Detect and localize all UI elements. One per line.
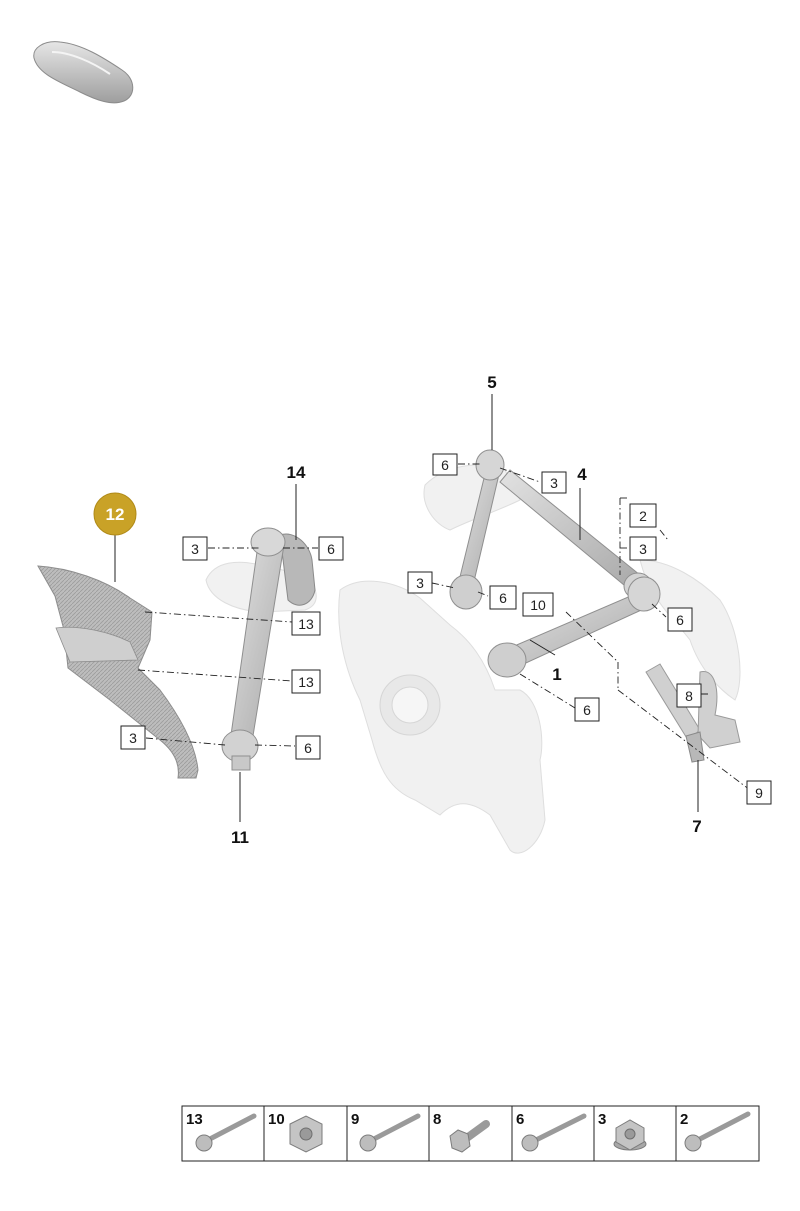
long-bolt-icon: [684, 1111, 751, 1152]
long-bolt-icon: [521, 1113, 587, 1152]
legend-cell-9[interactable]: 9: [351, 1111, 421, 1152]
svg-text:3: 3: [598, 1111, 606, 1128]
callout-2[interactable]: 2: [629, 503, 657, 528]
callout-3-link14[interactable]: 3: [182, 536, 208, 561]
svg-text:2: 2: [680, 1111, 688, 1128]
long-bolt-icon: [195, 1113, 257, 1152]
callout-6-right[interactable]: 6: [667, 607, 693, 632]
svg-text:13: 13: [298, 674, 314, 690]
cover-panel-part-12: [37, 565, 199, 779]
legend-cell-10[interactable]: 10: [268, 1111, 323, 1153]
highlight-badge-12[interactable]: 12: [93, 492, 137, 536]
svg-text:6: 6: [499, 590, 507, 606]
callout-3-right[interactable]: 3: [629, 536, 657, 561]
svg-text:10: 10: [268, 1111, 285, 1128]
part-number-7: 7: [692, 817, 701, 836]
short-hex-bolt-icon: [449, 1120, 490, 1153]
svg-text:3: 3: [416, 575, 424, 591]
leader-lines: [114, 394, 751, 822]
svg-text:6: 6: [441, 457, 449, 473]
callout-6-top[interactable]: 6: [432, 453, 458, 476]
control-arm-part-5: [449, 449, 505, 610]
legend-cell-2[interactable]: 2: [680, 1111, 751, 1152]
callout-3-top[interactable]: 3: [541, 471, 567, 494]
callout-6-low[interactable]: 6: [574, 697, 600, 722]
callout-3-mid[interactable]: 3: [407, 571, 433, 594]
part-number-14: 14: [287, 463, 306, 482]
svg-text:13: 13: [186, 1111, 203, 1128]
part-number-4: 4: [577, 465, 587, 484]
svg-text:6: 6: [327, 541, 335, 557]
svg-text:6: 6: [676, 612, 684, 628]
hex-nut-icon: [289, 1115, 323, 1153]
part-number-11: 11: [231, 828, 249, 847]
svg-text:9: 9: [351, 1111, 359, 1128]
callout-6-link14[interactable]: 6: [318, 536, 344, 561]
legend-cell-3[interactable]: 3: [598, 1111, 647, 1151]
callout-13-b[interactable]: 13: [291, 669, 321, 694]
svg-text:9: 9: [755, 785, 763, 801]
control-arm-part-1: [487, 576, 661, 678]
callout-6-mid[interactable]: 6: [489, 585, 517, 610]
callout-3-left[interactable]: 3: [120, 725, 146, 750]
callout-8[interactable]: 8: [676, 683, 702, 708]
callout-10[interactable]: 10: [522, 592, 554, 617]
long-bolt-icon: [359, 1113, 421, 1152]
callout-9[interactable]: 9: [746, 780, 772, 805]
control-arm-part-4: [499, 469, 653, 600]
svg-text:10: 10: [530, 597, 546, 613]
callout-6-link11[interactable]: 6: [295, 735, 321, 760]
svg-text:2: 2: [639, 508, 647, 524]
mount-bracket-part-14: [279, 533, 316, 606]
legend-cell-6[interactable]: 6: [516, 1111, 587, 1152]
legend-cell-8[interactable]: 8: [433, 1111, 490, 1153]
svg-text:3: 3: [639, 541, 647, 557]
part-number-1: 1: [552, 665, 561, 684]
callout-13-a[interactable]: 13: [291, 611, 321, 636]
svg-text:6: 6: [304, 740, 312, 756]
badge-12-label: 12: [106, 505, 125, 524]
svg-text:3: 3: [191, 541, 199, 557]
legend-cell-13[interactable]: 13: [186, 1111, 257, 1152]
part-number-5: 5: [487, 373, 496, 392]
vehicle-thumbnail-icon: [33, 41, 134, 104]
svg-text:8: 8: [685, 688, 693, 704]
svg-text:3: 3: [129, 730, 137, 746]
toe-link-part-11: [221, 527, 286, 771]
svg-text:13: 13: [298, 616, 314, 632]
flange-nut-icon: [613, 1119, 647, 1151]
svg-text:6: 6: [583, 702, 591, 718]
svg-text:8: 8: [433, 1111, 441, 1128]
svg-text:3: 3: [550, 475, 558, 491]
level-sensor-part-7: [645, 663, 741, 763]
hardware-legend: 13 10 9 8: [181, 1105, 760, 1162]
svg-text:6: 6: [516, 1111, 524, 1128]
